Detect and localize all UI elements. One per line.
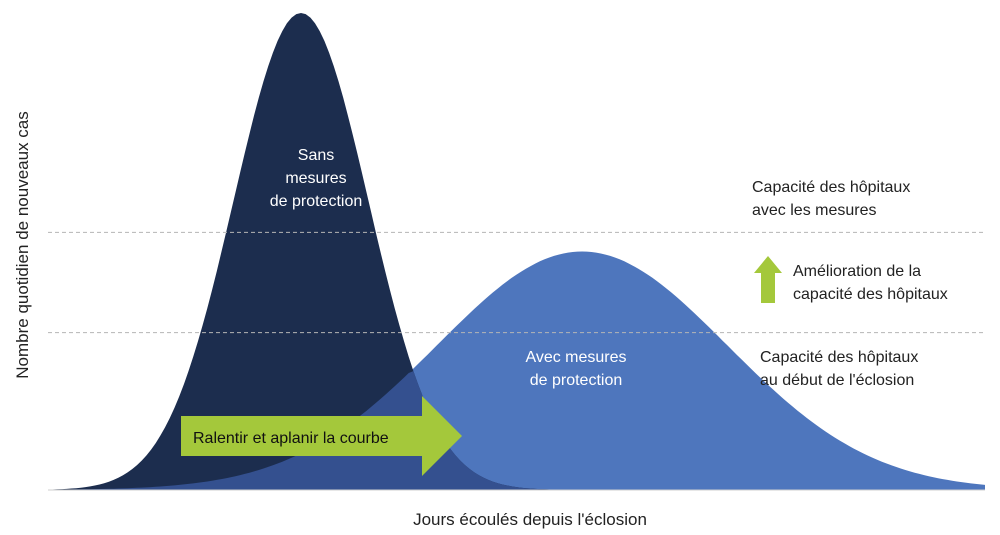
label-with-measures-line: Avec mesures: [525, 349, 626, 366]
label-flatten-curve: Ralentir et aplanir la courbe: [193, 430, 389, 447]
label-without-measures-line: Sans: [298, 147, 334, 164]
label-capacity-improvement-line: capacité des hôpitaux: [793, 286, 948, 303]
label-capacity-with-measures-line: Capacité des hôpitaux: [752, 179, 910, 196]
label-capacity-improvement-line: Amélioration de la: [793, 263, 921, 280]
label-with-measures: Avec mesures de protection: [525, 349, 626, 389]
curve-without-measures: [48, 13, 985, 490]
label-capacity-with-measures: Capacité des hôpitaux avec les mesures: [752, 179, 910, 219]
label-capacity-initial: Capacité des hôpitaux au début de l'éclos…: [760, 349, 918, 389]
label-capacity-initial-line: Capacité des hôpitaux: [760, 349, 918, 366]
up-arrow-icon: [754, 256, 782, 303]
right-arrow-icon: [181, 396, 462, 476]
label-capacity-initial-line: au début de l'éclosion: [760, 372, 914, 389]
label-without-measures: Sans mesures de protection: [270, 147, 363, 210]
x-axis-label: Jours écoulés depuis l'éclosion: [413, 510, 647, 529]
label-without-measures-line: de protection: [270, 193, 363, 210]
curve-with-measures: [48, 251, 985, 490]
label-capacity-improvement: Amélioration de la capacité des hôpitaux: [793, 263, 948, 303]
label-without-measures-line: mesures: [285, 170, 346, 187]
label-capacity-with-measures-line: avec les mesures: [752, 202, 877, 219]
y-axis-label: Nombre quotidien de nouveaux cas: [13, 111, 32, 378]
label-with-measures-line: de protection: [530, 372, 623, 389]
